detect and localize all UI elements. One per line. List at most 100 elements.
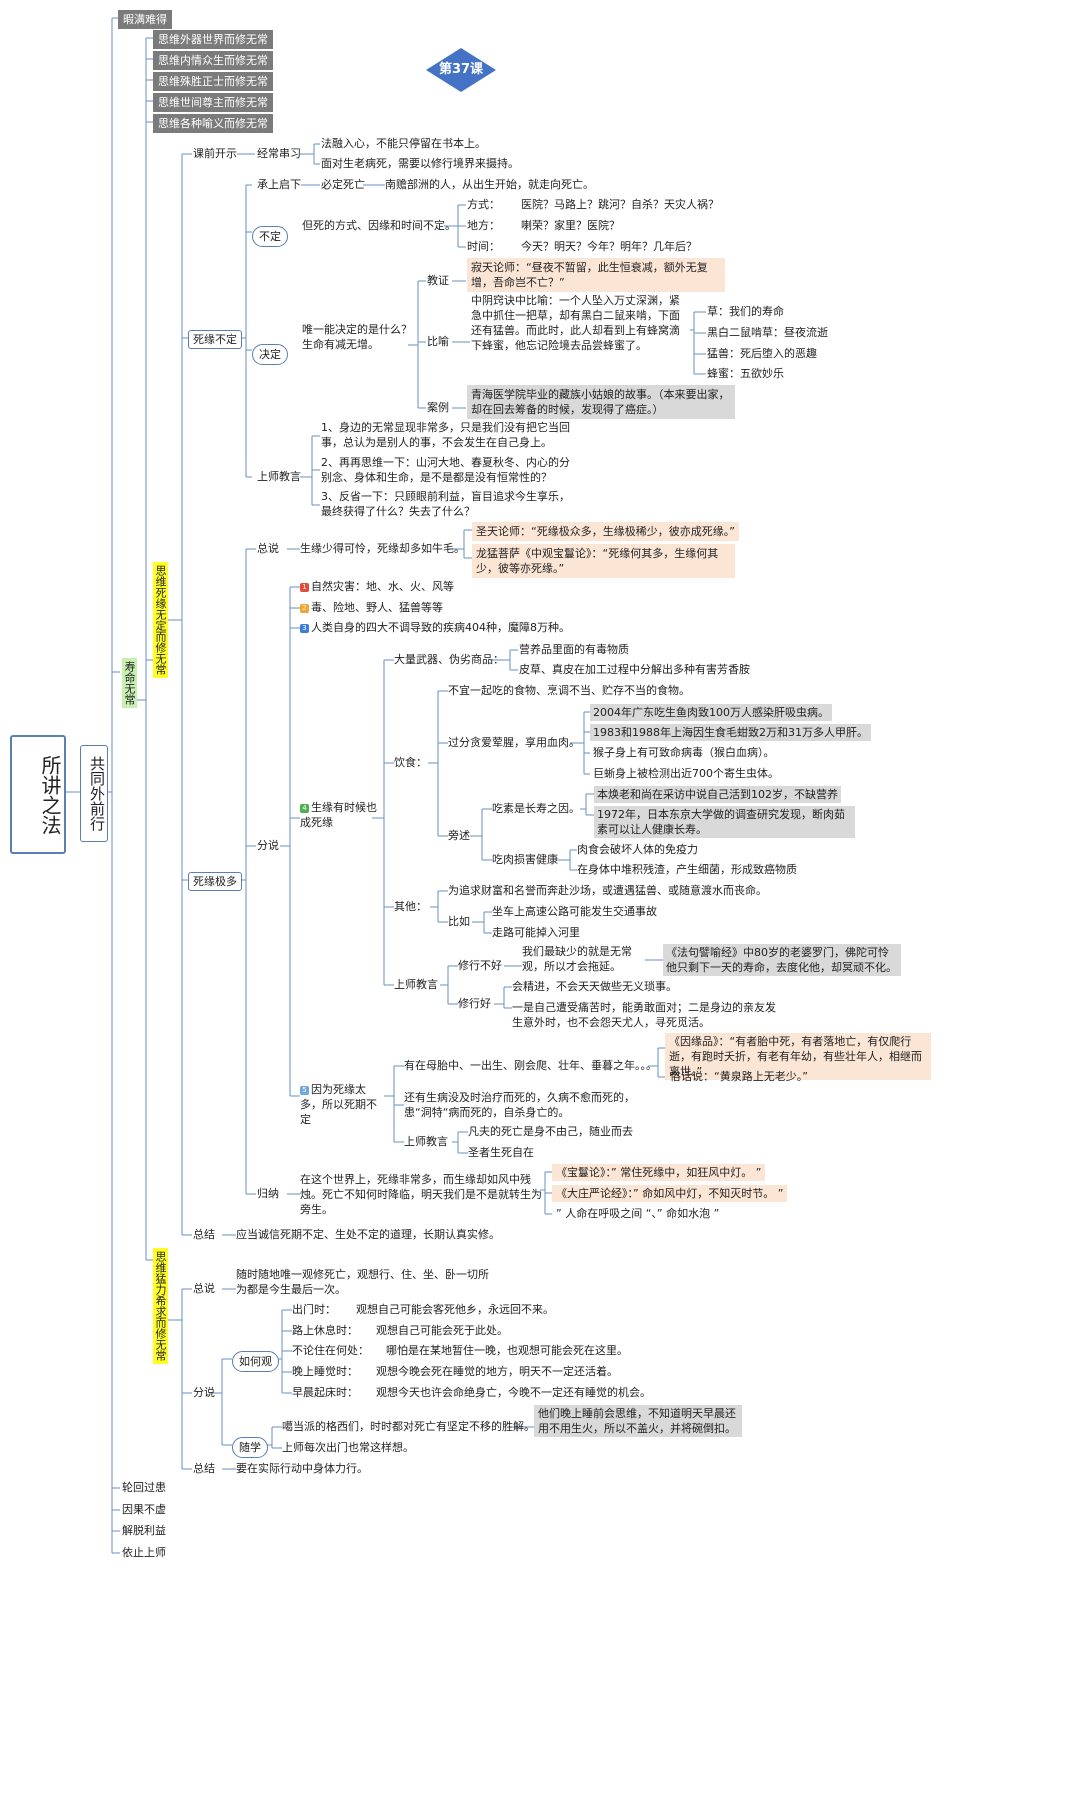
root-node: 所讲之法 (10, 735, 66, 854)
xxh-2: 一是自己遭受痛苦时，能勇敢面对；二是身边的亲友发生意外时，也不会怨天尤人，寻死觅… (512, 1001, 776, 1029)
f5-3: 凡夫的死亡是身不由己，随业而去 (468, 1125, 633, 1138)
xxbh-node: 修行不好 (458, 959, 502, 972)
biyu-node: 比喻 (427, 335, 449, 348)
syjd-node: 死缘极多 (188, 872, 242, 891)
ssjy3-node: 上师教言 (404, 1135, 448, 1148)
top-item-4: 思维世间尊主而修无常 (153, 93, 273, 112)
main-node: 共同外前行 (80, 745, 108, 842)
bottom-item-0: 轮回过患 (122, 1481, 166, 1494)
jiaozheng-node: 教证 (427, 274, 449, 287)
zs-node: 总说 (257, 542, 279, 555)
sx-quote: 他们晚上睡前会思维，不知道明天早晨还用不用生火，所以不盖火，并将碗倒扣。 (534, 1405, 742, 1437)
zs-text: 生缘少得可怜，死缘却多如牛毛。 (300, 542, 465, 555)
anli-text: 青海医学院毕业的藏族小姑娘的故事。（本来要出家，却在回去筹备的时候，发现得了癌症… (467, 385, 735, 419)
zs-quote-1: 圣天论师：“死缘极众多，生缘极稀少，彼亦成死缘。” (472, 522, 739, 541)
df-value: 喇荣？家里？医院？ (521, 219, 620, 232)
gf-2: 1983和1988年上海因生食毛蚶致2万和31万多人甲肝。 (590, 724, 871, 741)
qt-1: 为追求财富和名誉而奔赴沙场，或遭遇猛兽、或随意渡水而丧命。 (448, 884, 767, 897)
c4-label: 晚上睡觉时： (292, 1365, 358, 1378)
br-1: 坐车上高速公路可能发生交通事故 (492, 905, 657, 918)
ssjy-3: 3、反省一下：只顾眼前利益，盲目追求今生享乐，最终获得了什么？失去了什么？ (321, 490, 570, 518)
jcxx-node: 经常串习 (257, 147, 301, 160)
ssjy-1: 1、身边的无常显现非常多，只是我们没有把它当回事，总认为是别人的事，不会发生在自… (321, 421, 570, 449)
anli-node: 案例 (427, 401, 449, 414)
bdsw-node: 必定死亡 (321, 178, 365, 191)
gn-text: 在这个世界上，死缘非常多，而生缘却如风中残烛。死亡不知何时降临，明天我们是不是就… (300, 1173, 542, 1216)
br-2: 走路可能掉入河里 (492, 926, 580, 939)
biyu-1: 草：我们的寿命 (707, 305, 784, 318)
s2-fs-node: 分说 (193, 1386, 215, 1399)
fs2-node: 分说 (257, 839, 279, 852)
cs-node: 吃素是长寿之因。 (492, 802, 580, 815)
dl-1: 营养品里面的有毒物质 (519, 643, 629, 656)
gfth-node: 过分贪爱荤腥，享用血肉。 (448, 736, 580, 749)
s2-zs-node: 总说 (193, 1282, 215, 1295)
ssjy-node: 上师教言 (257, 470, 301, 483)
c4-value: 观想今晚会死在睡觉的地方，明天不一定还活着。 (376, 1365, 618, 1378)
f5-4: 圣者生死自在 (468, 1146, 534, 1159)
xxbh-text: 我们最缺少的就是无常观，所以才会拖延。 (522, 945, 632, 973)
xxbh-quote: 《法句譬喻经》中80岁的老婆罗门，佛陀可怜他只剩下一天的寿命，去度化他，却冥顽不… (663, 944, 901, 976)
section2-title: 思维猛力希求而修无常 (153, 1248, 168, 1364)
kqks-node: 课前开示 (193, 147, 237, 160)
sybd-node: 死缘不定 (188, 330, 242, 349)
jiaozheng-quote: 寂天论师：“昼夜不暂留，此生恒衰减，额外无复增，吾命岂不亡？” (467, 258, 725, 292)
crsh-node: 吃肉损害健康 (492, 853, 558, 866)
c1-value: 观想自己可能会客死他乡，永远回不来。 (356, 1303, 554, 1316)
jueding-node: 决定 (252, 344, 288, 365)
cr-1: 肉食会破坏人体的免疫力 (577, 843, 698, 856)
ys-1: 不宜一起吃的食物、烹调不当、贮存不当的食物。 (448, 684, 690, 697)
pangshu-node: 旁述 (448, 829, 470, 842)
qt-node: 其他： (394, 900, 427, 913)
c3-label: 不论住在何处： (292, 1344, 369, 1357)
biyu-2: 黑白二鼠啃草：昼夜流逝 (707, 326, 828, 339)
top-item-3: 思维殊胜正士而修无常 (153, 72, 273, 91)
dlwq-node: 大量武器、伪劣商品： (394, 653, 504, 666)
bottom-item-3: 依止上师 (122, 1546, 166, 1559)
sx-2: 上师每次出门也常这样想。 (282, 1441, 414, 1454)
c3-value: 哪怕是在某地暂住一晚，也观想可能会死在这里。 (386, 1344, 628, 1357)
c1-label: 出门时： (292, 1303, 336, 1316)
jueding-text: 唯一能决定的是什么？ 生命有减无增。 (302, 323, 412, 351)
dl-2: 皮草、真皮在加工过程中分解出多种有害芳香胺 (519, 663, 750, 676)
bottom-item-1: 因果不虚 (122, 1503, 166, 1516)
s2-zs-text: 随时随地唯一观修死亡，观想行、住、坐、卧一切所为都是今生最后一次。 (236, 1268, 489, 1296)
gf-3: 猴子身上有可致命病毒（猴白血病）。 (593, 746, 775, 759)
sx-1: 噶当派的格西们，时时都对死亡有坚定不移的胜解。 (282, 1420, 535, 1433)
f5-quote-1: 《因缘品》：“有者胎中死，有者落地亡，有仅爬行逝，有跑时夭折，有老有年幼，有些壮… (665, 1033, 931, 1080)
ssjy-2: 2、再再思维一下：山河大地、春夏秋冬、内心的分别念、身体和生命，是不是都是没有恒… (321, 456, 570, 484)
shouming-node: 寿命无常 (122, 658, 137, 708)
gn-quote-2: 《大庄严论经》：” 命如风中灯，不知灭时节。 ” (552, 1185, 788, 1202)
f5-2: 还有生病没及时治疗而死的，久病不愈而死的，患“洞特“病而死的，自杀身亡的。 (404, 1091, 635, 1119)
c2-label: 路上休息时： (292, 1324, 358, 1337)
s2-zj-node: 总结 (193, 1462, 215, 1475)
nzbz-text: 南赡部洲的人，从出生开始，就走向死亡。 (385, 178, 594, 191)
top-item-1: 思维外器世界而修无常 (153, 30, 273, 49)
c5-label: 早晨起床时： (292, 1386, 358, 1399)
top-item-0: 暇满难得 (118, 10, 172, 29)
biyu-text: 中阴窍诀中比喻：一个人坠入万丈深渊，紧急中抓住一把草，却有黑白二鼠来啃，下面还有… (471, 294, 680, 352)
df-label: 地方： (467, 219, 500, 232)
csqx-node: 承上启下 (257, 178, 301, 191)
xxh-node: 修行好 (458, 997, 491, 1010)
buding-node: 不定 (252, 226, 288, 247)
sj-value: 今天？明天？今年？明年？几年后？ (521, 240, 697, 253)
cr-2: 在身体中堆积残渣，产生细菌，形成致癌物质 (577, 863, 797, 876)
fs-label: 方式： (467, 198, 500, 211)
s2-zj-text: 要在实际行动中身体力行。 (236, 1462, 368, 1475)
gn-node: 归纳 (257, 1187, 279, 1200)
c5-value: 观想今天也许会命绝身亡，今晚不一定还有睡觉的机会。 (376, 1386, 651, 1399)
jcxx-1: 法融入心，不能只停留在书本上。 (321, 137, 486, 150)
top-item-2: 思维内情众生而修无常 (153, 51, 273, 70)
bottom-item-2: 解脱利益 (122, 1524, 166, 1537)
gn-quote-3: ” 人命在呼吸之间 “、” 命如水泡 ” (556, 1207, 720, 1220)
biru-node: 比如 (448, 915, 470, 928)
s1-zj-text: 应当诚信死期不定、生处不定的道理，长期认真实修。 (236, 1228, 500, 1241)
gf-4: 巨蜥身上被检测出近700个寄生虫体。 (593, 767, 779, 780)
cs-2: 1972年，日本东京大学做的调查研究发现，断肉茹素可以让人健康长寿。 (594, 806, 855, 838)
sx-node: 随学 (232, 1437, 268, 1458)
gn-quote-1: 《宝鬘论》：” 常住死缘中，如狂风中灯。 ” (552, 1164, 766, 1181)
